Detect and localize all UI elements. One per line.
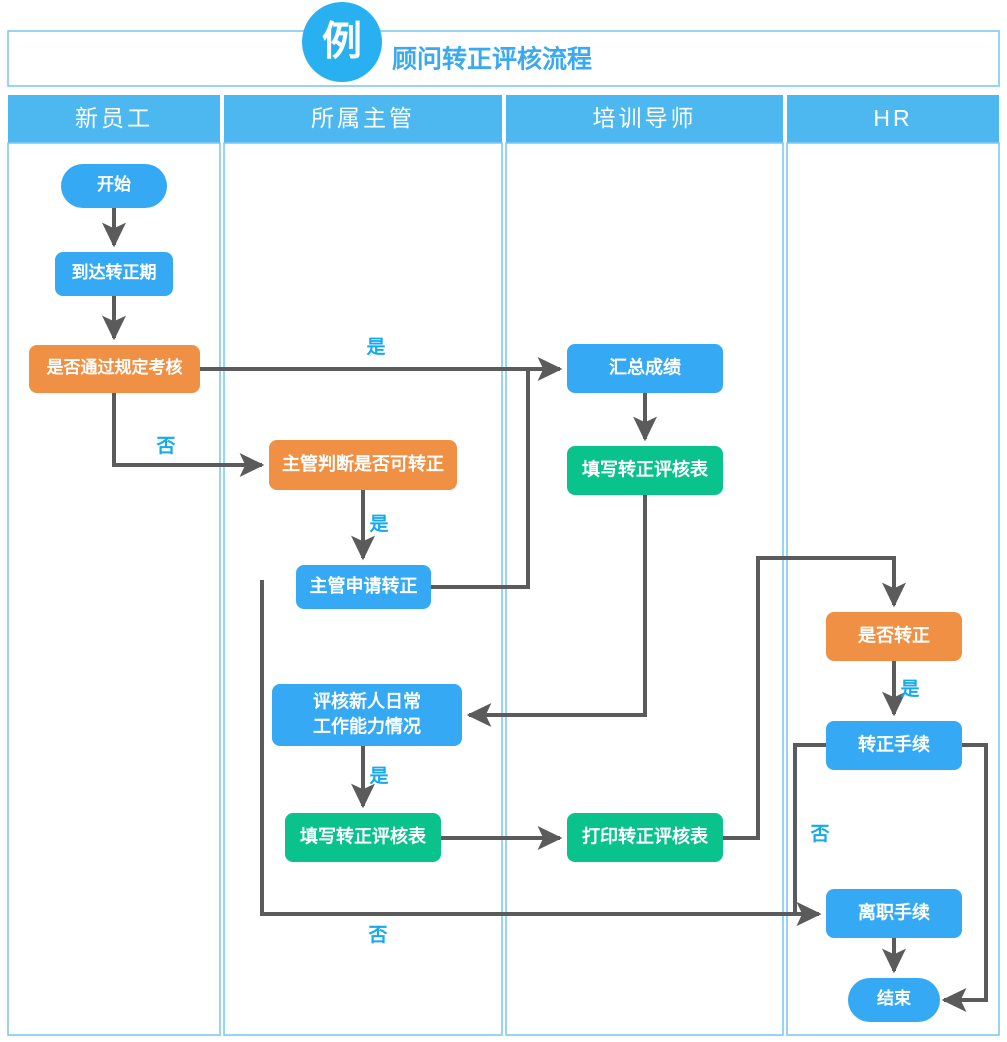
node-label-sup-apply: 主管申请转正 <box>310 575 418 596</box>
edge-label-e-review-supfill-yes: 是 <box>369 765 388 787</box>
page-title: 顾问转正评核流程 <box>392 45 592 74</box>
node-label-print-form: 打印转正评核表 <box>582 825 709 846</box>
node-label-hr-confirm: 转正手续 <box>858 733 930 754</box>
node-sup-judge[interactable]: 主管判断是否可转正 <box>269 440 457 490</box>
lane-label-lane-supervisor: 所属主管 <box>311 105 415 131</box>
node-shape-start[interactable] <box>61 164 167 208</box>
edge-e-fill-review <box>466 495 647 727</box>
edge-label-e-pass-collect-yes: 是 <box>366 336 385 358</box>
lane-header-lane-trainer <box>506 95 783 143</box>
lane-label-lane-hr: HR <box>873 105 912 131</box>
node-shape-hr-decide[interactable] <box>826 612 962 661</box>
node-end[interactable]: 结束 <box>848 978 940 1022</box>
node-collect-score[interactable]: 汇总成绩 <box>567 344 723 393</box>
node-shape-sup-judge[interactable] <box>269 440 457 490</box>
node-label-collect-score: 汇总成绩 <box>609 356 681 377</box>
node-hr-decide[interactable]: 是否转正 <box>826 612 962 661</box>
node-start[interactable]: 开始 <box>61 164 167 208</box>
edge-label-e-judge-apply-yes: 是 <box>369 513 388 535</box>
lane-header-lane-new-employee <box>8 95 220 143</box>
node-shape-sup-fill-form[interactable] <box>285 813 441 862</box>
edge-e-confirm-end <box>941 743 988 1012</box>
node-shape-print-form[interactable] <box>567 813 723 862</box>
node-label-sup-fill-form: 填写转正评核表 <box>300 825 427 846</box>
edge-e-print-hr <box>723 556 906 840</box>
header-band: 例顾问转正评核流程 <box>7 2 1000 87</box>
edge-e-pass-judge-no <box>112 393 265 477</box>
node-label-review-ability: 评核新人日常工作能力情况 <box>313 690 421 736</box>
node-shape-tr-fill-form[interactable] <box>567 446 723 495</box>
edge-e-supfill-loop-no <box>260 580 822 926</box>
lane-label-lane-trainer: 培训导师 <box>593 105 697 131</box>
node-review-ability[interactable]: 评核新人日常工作能力情况 <box>272 684 462 746</box>
node-sup-apply[interactable]: 主管申请转正 <box>296 565 431 609</box>
node-group: 开始到达转正期是否通过规定考核主管判断是否可转正主管申请转正评核新人日常工作能力… <box>29 164 962 1022</box>
node-label-start: 开始 <box>97 174 131 194</box>
node-label-end: 结束 <box>877 988 911 1008</box>
header-badge-label: 例 <box>322 20 362 64</box>
node-shape-end[interactable] <box>848 978 940 1022</box>
node-shape-review-ability[interactable] <box>272 684 462 746</box>
node-label-hr-decide: 是否转正 <box>857 624 930 645</box>
node-label-tr-fill-form: 填写转正评核表 <box>582 458 709 479</box>
swimlane-lane-hr: HR <box>786 95 1000 1036</box>
node-shape-sup-apply[interactable] <box>296 565 431 609</box>
node-shape-pass-assessment[interactable] <box>29 345 200 393</box>
lane-header-lane-supervisor <box>224 95 502 143</box>
node-sup-fill-form[interactable]: 填写转正评核表 <box>285 813 441 862</box>
node-label-pass-assessment: 是否通过规定考核 <box>47 357 183 377</box>
node-label-reach-date: 到达转正期 <box>72 262 157 282</box>
header-badge-circle <box>302 2 382 82</box>
edge-label-e-supfill-loop-no: 否 <box>367 925 387 946</box>
node-pass-assessment[interactable]: 是否通过规定考核 <box>29 345 200 393</box>
node-shape-hr-resign[interactable] <box>826 889 962 938</box>
edge-e-apply-right <box>431 369 530 589</box>
node-tr-fill-form[interactable]: 填写转正评核表 <box>567 446 723 495</box>
node-hr-confirm[interactable]: 转正手续 <box>826 721 962 770</box>
header-bar <box>7 30 1000 87</box>
edge-label-e-pass-judge-no: 否 <box>155 436 175 457</box>
node-label-sup-judge: 主管判断是否可转正 <box>282 453 444 474</box>
node-shape-hr-confirm[interactable] <box>826 721 962 770</box>
node-print-form[interactable]: 打印转正评核表 <box>567 813 723 862</box>
node-reach-date[interactable]: 到达转正期 <box>55 252 173 296</box>
node-shape-collect-score[interactable] <box>567 344 723 393</box>
lane-label-lane-new-employee: 新员工 <box>75 105 153 131</box>
edge-label-e-confirm-resign-no: 否 <box>809 824 829 845</box>
node-shape-reach-date[interactable] <box>55 252 173 296</box>
node-label-hr-resign: 离职手续 <box>858 901 930 922</box>
lane-header-lane-hr <box>787 95 999 143</box>
node-hr-resign[interactable]: 离职手续 <box>826 889 962 938</box>
edge-label-e-hr-confirm-yes: 是 <box>900 678 919 700</box>
